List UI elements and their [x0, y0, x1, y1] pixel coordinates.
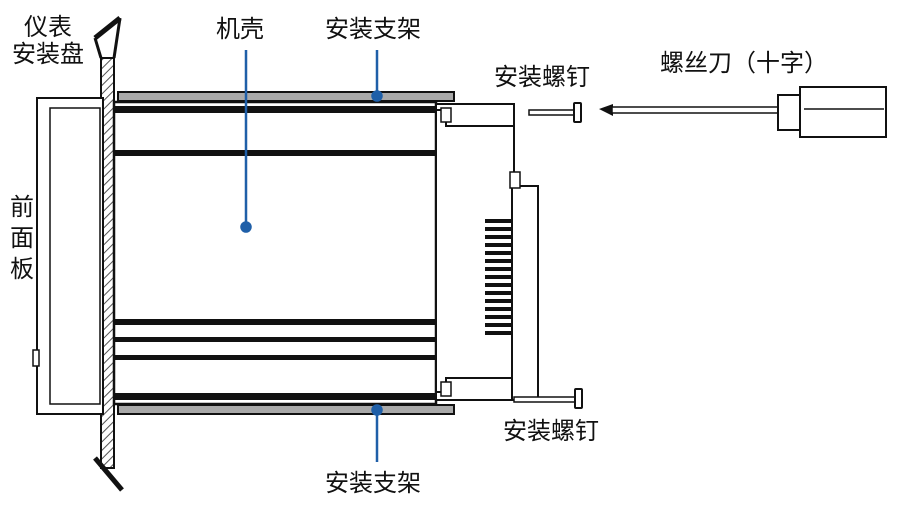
- leader-housing-dot: [240, 221, 252, 233]
- mounting-screw-top: [528, 102, 582, 123]
- bracket-top-label: 安装支架: [325, 15, 421, 43]
- housing-label: 机壳: [216, 15, 264, 43]
- front-panel-label-char1: 前: [10, 193, 34, 221]
- screwdriver: [599, 86, 887, 138]
- front-panel-label: 前 面 板: [8, 192, 36, 286]
- screw-top-label: 安装螺钉: [494, 63, 590, 91]
- leader-bracket-bottom-dot: [371, 404, 383, 416]
- front-panel-label-char3: 板: [10, 255, 34, 284]
- panel-mount-label: 仪表 安装盘: [12, 14, 84, 68]
- panel-mount-label-line2: 安装盘: [12, 39, 84, 68]
- mounting-screw-bottom: [513, 388, 583, 409]
- screw-bottom-label: 安装螺钉: [503, 417, 599, 445]
- screwdriver-label: 螺丝刀（十字）: [660, 49, 828, 77]
- bracket-bottom-label: 安装支架: [325, 469, 421, 497]
- mounting-bracket-top: [117, 91, 455, 102]
- panel-mount-label-line1: 仪表: [24, 13, 72, 41]
- leader-lines: [240, 50, 383, 462]
- front-panel-label-char2: 面: [10, 224, 34, 253]
- leader-bracket-top-dot: [371, 90, 383, 102]
- front-panel: [32, 97, 104, 415]
- mounting-bracket-bottom: [117, 404, 455, 415]
- housing-body: [112, 100, 438, 406]
